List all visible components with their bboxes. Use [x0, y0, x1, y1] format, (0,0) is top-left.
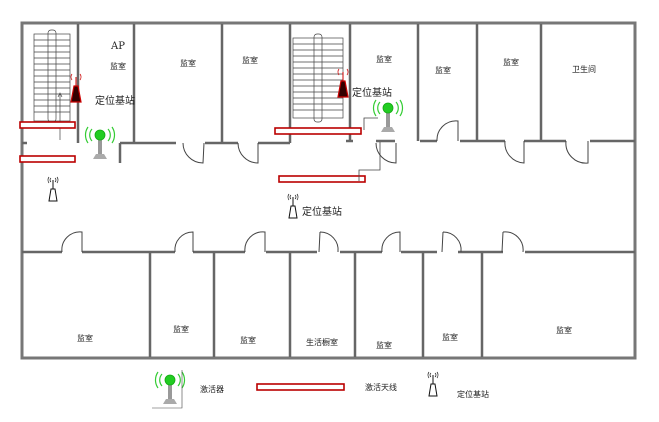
ap-label: AP [110, 41, 125, 52]
legend-antenna-label: 激活天线 [365, 382, 397, 392]
base-station-label: 定位基站 [302, 205, 342, 218]
room-label: 监室 [180, 58, 196, 68]
room-label: 监室 [376, 340, 392, 350]
top-partition-wall [22, 24, 635, 163]
room-label: 监室 [503, 57, 519, 67]
base-station-red-icon [337, 68, 349, 98]
activation-antenna [278, 175, 366, 183]
base-station-label: 定位基站 [95, 94, 135, 107]
base-station-icon [47, 176, 59, 202]
doors [61, 120, 589, 253]
legend-activator-label: 激活器 [200, 384, 224, 394]
bottom-partition-wall [22, 250, 635, 357]
legend-base-station-icon [427, 371, 439, 397]
base-station-icon [287, 193, 299, 219]
room-label: 监室 [556, 325, 572, 335]
legend: 激活器 激活天线 定位基站 [152, 370, 489, 409]
room-label: 监室 [435, 65, 451, 75]
room-label: 监室 [110, 61, 126, 71]
room-label: 监室 [240, 335, 256, 345]
activation-antenna [19, 155, 76, 163]
activator-icon [372, 99, 404, 133]
outer-wall [20, 21, 637, 360]
legend-base-station-label: 定位基站 [457, 389, 489, 399]
room-label: 生活橱室 [306, 337, 338, 347]
toilet-label: 卫生间 [572, 64, 596, 74]
room-label: 监室 [173, 324, 189, 334]
stairs-middle [292, 33, 344, 123]
legend-antenna-icon [256, 383, 345, 391]
room-label: 监室 [77, 333, 93, 343]
room-label: 监室 [376, 54, 392, 64]
activation-antenna [274, 127, 362, 135]
cable-line [358, 117, 381, 181]
room-label: 监室 [442, 332, 458, 342]
legend-activator-icon [154, 371, 186, 405]
activation-antenna [19, 121, 76, 129]
activator-icon [84, 126, 116, 160]
room-label: 监室 [242, 55, 258, 65]
base-station-red-icon [70, 73, 82, 103]
base-station-label: 定位基站 [352, 86, 392, 99]
